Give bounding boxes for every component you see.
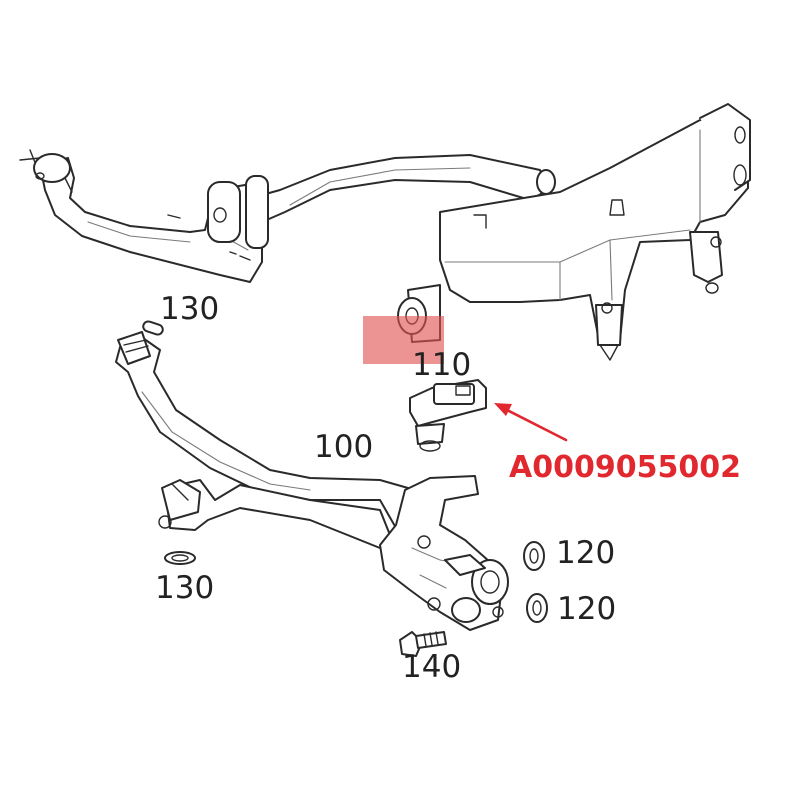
callout-110: 110 [412, 347, 472, 383]
callout-120-top: 120 [556, 535, 616, 571]
callout-100: 100 [314, 429, 374, 465]
coolant-tank [439, 103, 751, 361]
part-number-label: A0009055002 [509, 450, 741, 485]
o-ring-top [523, 541, 545, 571]
thermostat-housing [379, 475, 509, 631]
o-ring-bottom [526, 593, 548, 623]
seal-ring-bottom [164, 551, 196, 565]
callout-130-top: 130 [160, 291, 220, 327]
bolt [399, 631, 447, 657]
callout-140: 140 [402, 649, 462, 685]
pointer-arrow [494, 403, 568, 442]
lower-coolant-hose [115, 331, 421, 549]
highlight-box [363, 316, 444, 364]
coolant-sensor [409, 379, 487, 452]
seal-ring-top [142, 320, 164, 336]
callout-130-bottom: 130 [155, 570, 215, 606]
callout-120-bottom: 120 [557, 591, 617, 627]
upper-coolant-pipe [19, 149, 556, 283]
